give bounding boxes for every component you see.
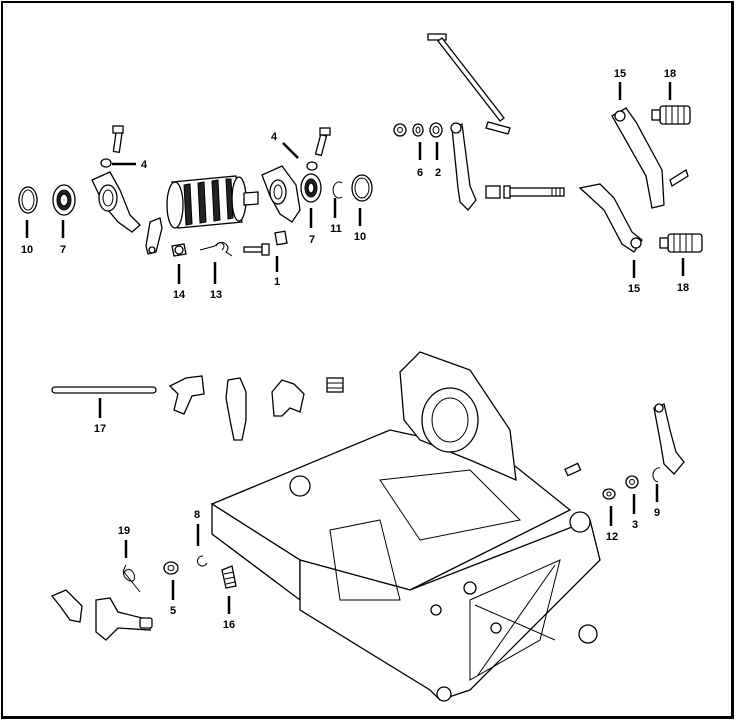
callout-10-right: 10 [354,231,366,243]
callout-1: 1 [274,276,280,288]
snap-ring-11 [332,181,343,199]
callout-leaders [25,82,685,614]
callout-9: 9 [654,507,660,519]
bolt-1 [243,230,288,256]
washer-12 [602,488,616,500]
callout-3: 3 [632,519,638,531]
bearing-right [300,173,322,203]
pedal-arm-lower [578,183,643,253]
callout-15-top: 15 [614,68,626,80]
callout-2: 2 [435,167,441,179]
callout-10-left: 10 [21,244,33,256]
washer-2 [429,122,443,138]
shift-shaft [503,185,565,199]
shift-fork-a [168,375,205,415]
nut [393,123,407,137]
callout-7-left: 7 [60,244,66,256]
callout-13: 13 [210,289,222,301]
shift-drum [166,175,259,229]
fork-shaft-17 [51,386,157,394]
shift-lever-arm [450,122,477,211]
callout-19: 19 [118,525,130,537]
callout-16: 16 [223,619,235,631]
callout-6: 6 [417,167,423,179]
spring-13 [199,241,233,257]
bushing [485,185,501,199]
washer-6 [412,123,424,137]
nut-fitting [326,377,344,393]
pedal-arm-upper [611,107,689,209]
callout-17: 17 [94,423,106,435]
callout-labels: 10 7 4 4 7 11 10 14 13 1 6 2 15 18 15 18… [21,68,689,631]
shift-lever-lower [50,589,153,641]
spring-16 [221,565,237,589]
shift-fork-c [271,379,305,417]
stud [564,462,582,477]
shift-rod [427,33,511,135]
footpeg-rubber-lower [659,233,703,253]
callout-11: 11 [330,223,342,235]
callout-4-left: 4 [141,159,148,171]
shoulder-screw-14 [171,243,187,257]
callout-14: 14 [173,289,186,301]
detent-arm [145,217,163,255]
callout-7-right: 7 [309,234,315,246]
callout-4-right: 4 [271,131,278,143]
bolt-right [306,127,331,171]
callout-12: 12 [606,531,618,543]
snap-ring-9 [652,467,661,483]
drum-support-left [91,171,141,233]
callout-18-bottom: 18 [677,282,689,294]
retaining-ring-right [351,174,373,202]
transmission-housing [210,351,601,702]
callout-5: 5 [170,605,176,617]
snap-ring-8 [196,555,208,567]
callout-18-top: 18 [664,68,676,80]
washer-3 [625,475,639,489]
callout-15-bottom: 15 [628,283,640,295]
bearing-left [52,184,76,216]
spring-19 [122,564,141,593]
callout-8: 8 [194,509,200,521]
bolt-left [100,125,124,168]
shift-arm-right [653,403,685,475]
shift-fork-b [225,377,247,441]
drum-support-right [261,165,301,223]
washer-5 [163,561,179,575]
retaining-ring-left [18,186,38,214]
footpeg-rubber-upper [651,105,691,125]
